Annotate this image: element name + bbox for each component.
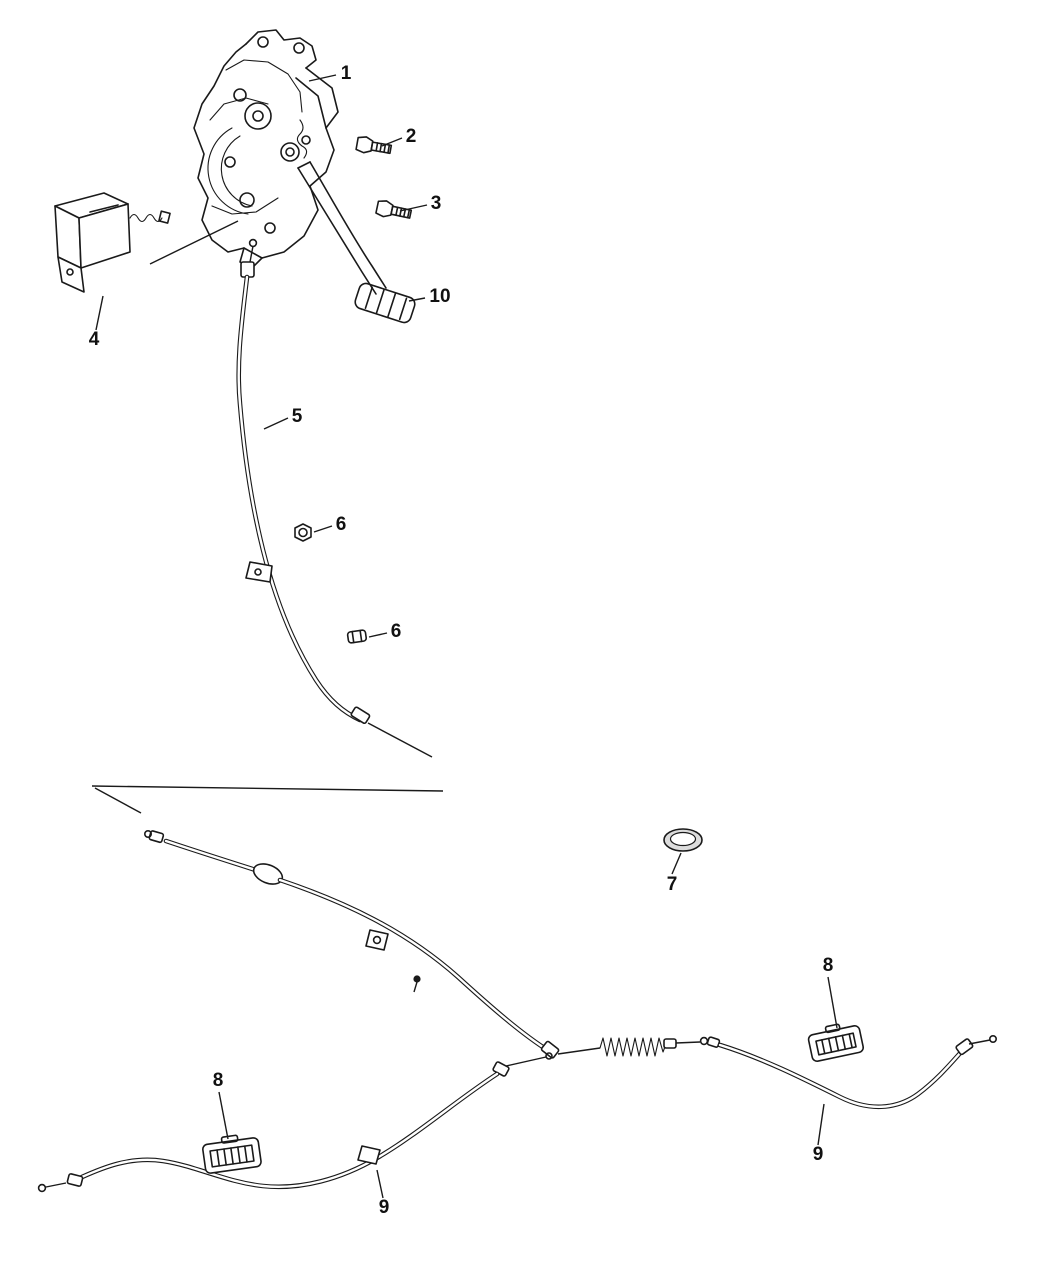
- leader-line: [218, 1091, 229, 1140]
- section-divider: [91, 785, 444, 814]
- bolt-3: [375, 200, 413, 219]
- leader-line: [399, 204, 428, 212]
- pointer-line-4: [149, 220, 239, 265]
- callout-8a: 8: [823, 955, 838, 1029]
- leader-line: [376, 1169, 384, 1199]
- leader-line: [308, 74, 337, 82]
- nut-6a: [294, 523, 312, 542]
- callout-label-2: 2: [406, 126, 417, 147]
- callout-label-3: 3: [431, 193, 442, 214]
- callout-label-8b: 8: [213, 1070, 224, 1091]
- leader-line: [368, 632, 388, 638]
- pedal-assembly: [193, 29, 387, 295]
- callout-4: 4: [89, 295, 104, 350]
- callout-3: 3: [399, 193, 442, 214]
- callout-label-6a: 6: [336, 514, 347, 535]
- callout-label-9b: 9: [379, 1197, 390, 1218]
- callouts: 1 2 3 4 10 5 6 6: [89, 63, 838, 1218]
- callout-10: 10: [408, 286, 451, 307]
- callout-5: 5: [263, 406, 303, 430]
- callout-7: 7: [667, 852, 682, 895]
- callout-label-8a: 8: [823, 955, 834, 976]
- cable-connector-8a: [807, 1023, 865, 1062]
- front-cable: [236, 238, 433, 758]
- leader-line: [408, 297, 426, 302]
- pedal-pad: [354, 282, 416, 324]
- clip-6b: [346, 629, 368, 644]
- callout-label-7: 7: [667, 874, 678, 895]
- callout-label-4: 4: [89, 329, 100, 350]
- callout-label-10: 10: [429, 286, 450, 307]
- callout-1: 1: [308, 63, 352, 84]
- intermediate-cable: [144, 829, 709, 1059]
- callout-2: 2: [381, 126, 417, 147]
- leader-line: [817, 1103, 825, 1146]
- leader-line: [827, 976, 838, 1029]
- callout-label-9a: 9: [813, 1144, 824, 1165]
- callout-label-5: 5: [292, 406, 303, 427]
- callout-9a: 9: [813, 1103, 825, 1165]
- leader-line: [671, 852, 682, 875]
- leader-line: [313, 525, 333, 533]
- callout-9b: 9: [376, 1169, 390, 1218]
- callout-label-1: 1: [341, 63, 352, 84]
- switch-module: [54, 192, 171, 293]
- cable-connector-8b: [202, 1134, 262, 1174]
- leader-line: [381, 137, 403, 147]
- bolt-2: [355, 136, 393, 155]
- grommet: [663, 828, 703, 852]
- callout-8b: 8: [213, 1070, 229, 1140]
- rear-cable-right: [706, 1035, 997, 1110]
- callout-6a: 6: [313, 514, 347, 535]
- callout-6b: 6: [368, 621, 402, 642]
- leader-line: [95, 295, 104, 331]
- callout-label-6b: 6: [391, 621, 402, 642]
- leader-line: [263, 417, 289, 430]
- rear-cable-left: [37, 1052, 553, 1193]
